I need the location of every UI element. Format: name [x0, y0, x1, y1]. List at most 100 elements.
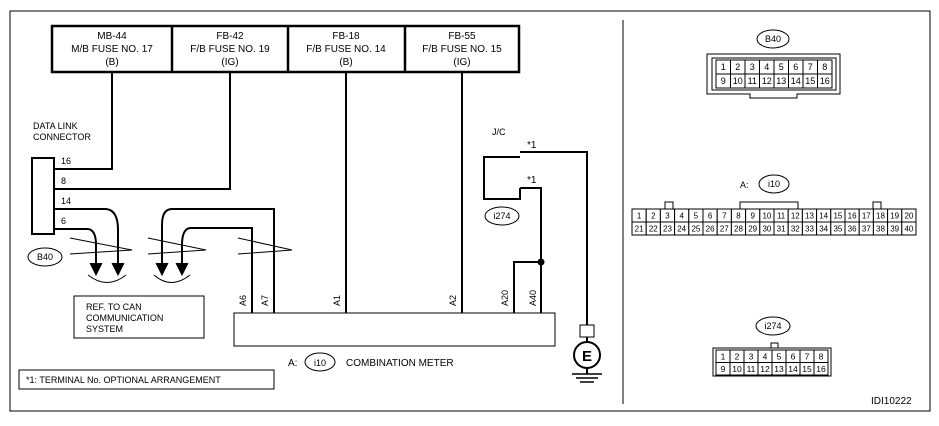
ground-tab [579, 324, 595, 338]
i274-pin-number: 1 [721, 351, 726, 361]
i10-pin-number: 32 [791, 224, 800, 233]
wire-a20-a40 [513, 261, 542, 313]
jc-mark-2: *1 [527, 175, 537, 186]
i10-pin-number: 2 [651, 211, 656, 220]
i10-pin-number: 18 [876, 211, 885, 220]
fuse-power-type: (IG) [221, 57, 238, 68]
i10-pin-number: 31 [777, 224, 786, 233]
i10-pin-number: 8 [736, 211, 741, 220]
wire-pin6-can [54, 228, 97, 265]
i10-pin-number: 29 [748, 224, 757, 233]
dlc-pin-14: 14 [61, 196, 71, 206]
b40-pin-cell [817, 73, 833, 89]
b40-pin-number: 15 [805, 76, 815, 86]
i10-pin-number: 39 [890, 224, 899, 233]
twist-symbol-2 [147, 237, 207, 255]
i10-pin-number: 6 [708, 211, 713, 220]
i274-pin-number: 2 [735, 351, 740, 361]
twist-symbol-3 [237, 237, 293, 255]
i10-pin-number: 5 [694, 211, 699, 220]
i10-pin-number: 38 [876, 224, 885, 233]
i10-pin-number: 9 [750, 211, 755, 220]
jc-mark-1: *1 [527, 140, 537, 151]
wire-jc-loop [483, 156, 521, 200]
fuse-fb55: FB-55 F/B FUSE NO. 15 (IG) [422, 31, 502, 68]
twist-symbol-1 [69, 237, 133, 255]
b40-label: B40 [37, 252, 53, 262]
i10-pin-number: 37 [862, 224, 871, 233]
dlc-pin-6: 6 [61, 216, 66, 226]
can-arrows [87, 262, 191, 283]
i274-label-ellipse [484, 206, 520, 226]
ref-can-line2: COMMUNICATION [86, 313, 163, 323]
i10-caption-ellipse [304, 352, 336, 372]
jc-label: J/C [492, 127, 506, 137]
i10-pin-number: 23 [663, 224, 672, 233]
i10-pin-number: 40 [904, 224, 913, 233]
b40-pin-number: 2 [735, 62, 740, 72]
fuse-code: MB-44 [97, 31, 127, 42]
i10-pin-cell [901, 221, 917, 236]
i10-pin-number: 4 [679, 211, 684, 220]
ref-can-line3: SYSTEM [86, 324, 123, 334]
b40-pin-number: 8 [822, 62, 827, 72]
pinout-i274-label: i274 [764, 321, 781, 331]
i10-pin-number: 35 [833, 224, 842, 233]
b40-pin-number: 16 [820, 76, 830, 86]
terminal-a7: A7 [260, 295, 270, 306]
b40-pin-number: 11 [748, 76, 757, 86]
fuse-fb18: FB-18 F/B FUSE NO. 14 (B) [306, 31, 386, 68]
i274-pin-number: 11 [747, 364, 756, 374]
terminal-a6: A6 [238, 295, 248, 306]
i10-pin-number: 15 [833, 211, 842, 220]
i10-pin-number: 16 [848, 211, 857, 220]
diagram-id: IDI10222 [871, 396, 912, 407]
i10-pin-number: 21 [635, 224, 644, 233]
i10-pin-number: 36 [848, 224, 857, 233]
ref-can-box [73, 295, 205, 339]
i274-label: i274 [493, 211, 510, 221]
footnote-text: *1: TERMINAL No. OPTIONAL ARRANGEMENT [26, 375, 221, 385]
twisted-pair-symbols [69, 237, 293, 255]
pinout-i10-label: i10 [768, 179, 780, 189]
footnote-box [18, 369, 275, 390]
i274-pin-number: 6 [791, 351, 796, 361]
i10-pin-number: 1 [637, 211, 642, 220]
fuse-fb42: FB-42 F/B FUSE NO. 19 (IG) [190, 31, 270, 68]
pinout-i10-ellipse [758, 174, 790, 194]
i274-pin-cell [813, 362, 829, 376]
i10-pin-number: 28 [734, 224, 743, 233]
i10-pin-number: 17 [862, 211, 871, 220]
b40-pin-number: 3 [750, 62, 755, 72]
outer-frame [9, 10, 931, 412]
pinout-b40-ellipse [756, 29, 790, 49]
wire-pin14-can [54, 208, 119, 265]
b40-pin-number: 1 [721, 62, 726, 72]
i10-pin-number: 20 [904, 211, 913, 220]
wire-jc-a40 [520, 187, 542, 262]
fuse-name: F/B FUSE NO. 14 [306, 44, 386, 55]
i10-pin-number: 3 [665, 211, 670, 220]
wire-a7-can [161, 208, 275, 313]
i274-pin-number: 7 [805, 351, 810, 361]
b40-pin-number: 12 [762, 76, 772, 86]
b40-pin-number: 14 [791, 76, 801, 86]
dlc-title-line2: CONNECTOR [33, 132, 91, 142]
fuse-code: FB-18 [332, 31, 360, 42]
fuse-mb44: MB-44 M/B FUSE NO. 17 (B) [71, 31, 153, 68]
fuse-header: MB-44 M/B FUSE NO. 17 (B) FB-42 F/B FUSE… [50, 24, 521, 74]
dlc-pin-16: 16 [61, 156, 71, 166]
i10-pin-number: 22 [649, 224, 658, 233]
terminal-a2: A2 [448, 295, 458, 306]
i10-pin-number: 34 [819, 224, 828, 233]
wire-a6-can [181, 227, 253, 313]
i10-pin-number: 7 [722, 211, 727, 220]
dlc-title-line1: DATA LINK [33, 121, 78, 131]
dlc-pin-8: 8 [61, 176, 66, 186]
b40-pin-number: 13 [776, 76, 786, 86]
